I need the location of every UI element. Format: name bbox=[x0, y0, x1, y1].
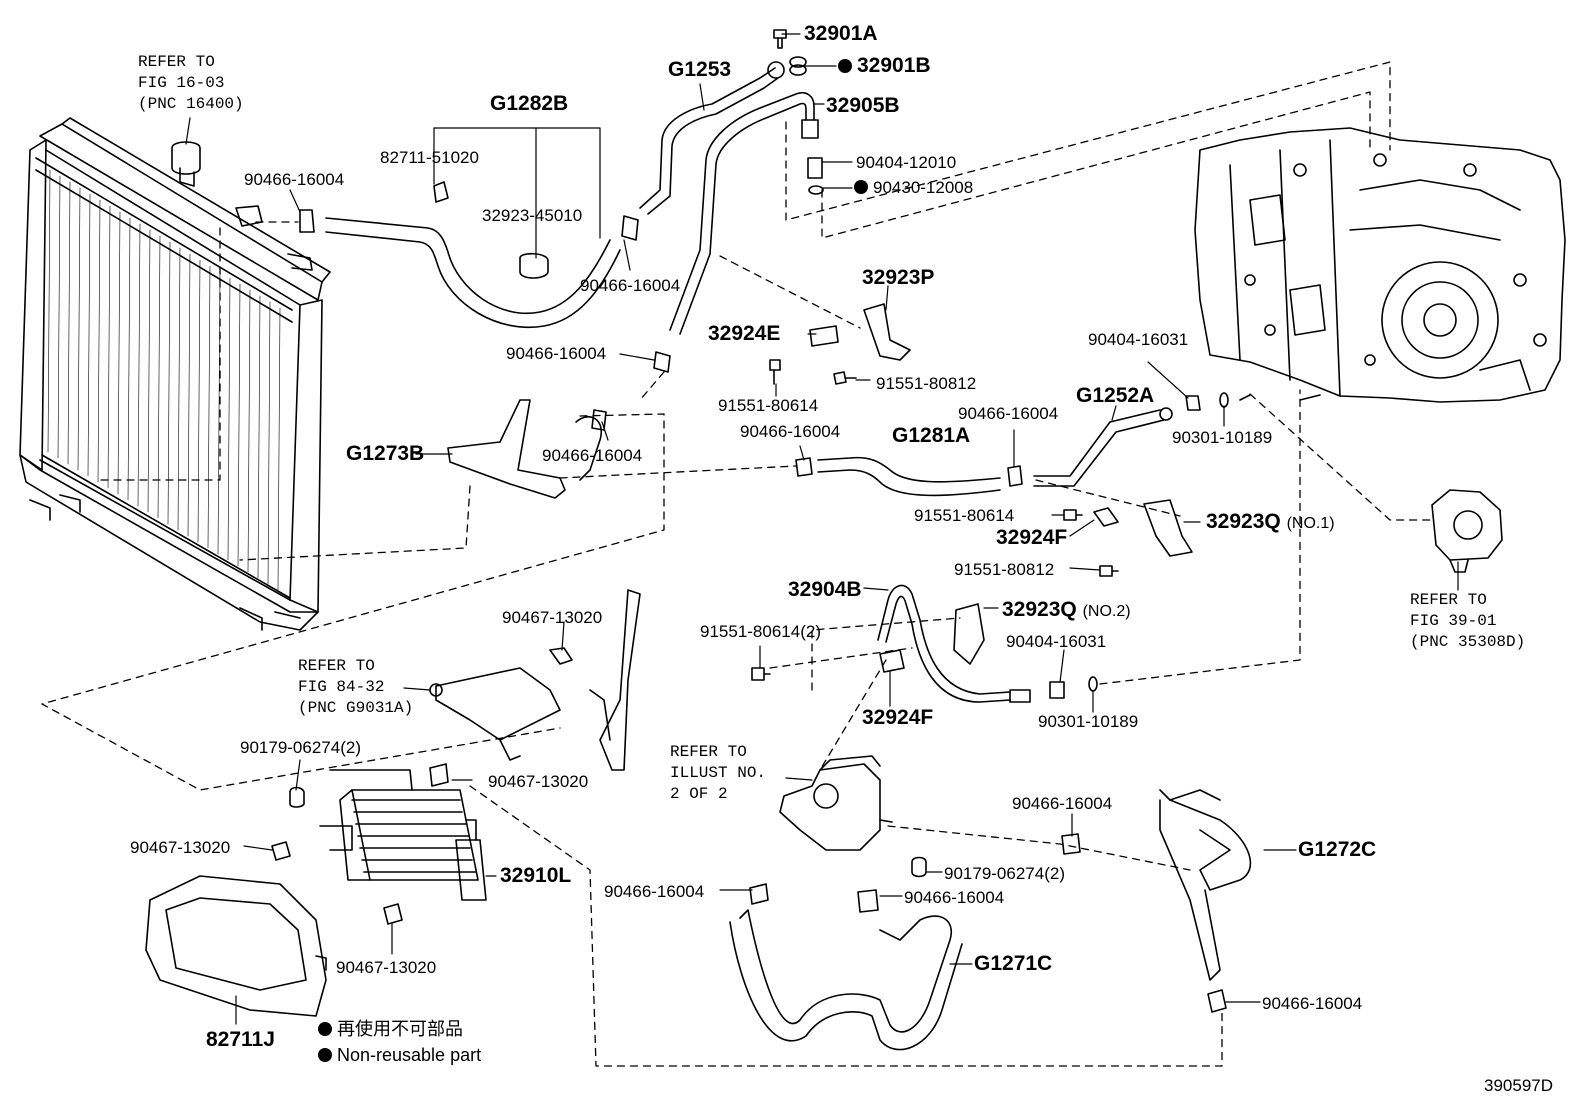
part-label-G1281A: G1281A bbox=[892, 424, 971, 447]
oil-cooler-drawing bbox=[319, 769, 487, 901]
part-label-90466-16004: 90466-16004 bbox=[506, 344, 607, 363]
legend-english-text: Non-reusable part bbox=[337, 1045, 482, 1065]
shroud-drawing bbox=[145, 875, 327, 1017]
dashed-reference-lines bbox=[41, 61, 1433, 1067]
part-label-90467-13020: 90467-13020 bbox=[502, 608, 603, 627]
legend-japanese: 再使用不可部品 bbox=[318, 1018, 463, 1040]
non-reusable-dot-icon bbox=[854, 180, 868, 194]
part-number: 32923Q bbox=[1206, 510, 1281, 533]
hose-drawings bbox=[325, 61, 1252, 1051]
radiator-reference-line-1: REFER TO bbox=[138, 53, 215, 71]
valve-assembly-drawing bbox=[779, 755, 893, 851]
part-label-G1253: G1253 bbox=[668, 58, 732, 81]
pump-reference-line-3: (PNC 35308D) bbox=[1410, 633, 1526, 651]
part-label-90466-16004: 90466-16004 bbox=[958, 404, 1059, 423]
radiator-drawing bbox=[19, 117, 331, 631]
part-label-90301-10189: 90301-10189 bbox=[1038, 712, 1139, 731]
part-label-90466-16004: 90466-16004 bbox=[740, 422, 841, 441]
part-number: 90430-12008 bbox=[873, 178, 974, 197]
part-label-90404-12010: 90404-12010 bbox=[856, 153, 957, 172]
part-label-91551-80614-2: 91551-80614(2) bbox=[700, 622, 821, 641]
illust-reference-line-1: REFER TO bbox=[670, 743, 747, 761]
part-label-32910L: 32910L bbox=[500, 864, 572, 887]
pump-reference-line-2: FIG 39-01 bbox=[1410, 612, 1497, 630]
bracket-reference-line-1: REFER TO bbox=[298, 657, 375, 675]
part-label-90466-16004: 90466-16004 bbox=[604, 882, 705, 901]
part-note: (NO.2) bbox=[1082, 603, 1131, 620]
illust-reference-line-2: ILLUST NO. bbox=[670, 764, 767, 782]
part-number: 32923Q bbox=[1002, 598, 1077, 621]
part-label-90467-13020: 90467-13020 bbox=[336, 958, 437, 977]
part-label-90404-16031: 90404-16031 bbox=[1088, 330, 1189, 349]
pump-reference-line-1: REFER TO bbox=[1410, 591, 1487, 609]
part-label-91551-80812: 91551-80812 bbox=[954, 560, 1055, 579]
part-label-32924F: 32924F bbox=[862, 706, 934, 729]
part-label-32923Q-no1: 32923Q (NO.1) bbox=[1206, 510, 1335, 535]
part-label-32923-45010: 32923-45010 bbox=[482, 206, 583, 225]
part-label-90179-06274-2: 90179-06274(2) bbox=[240, 738, 361, 757]
part-label-32901B: 32901B bbox=[838, 54, 931, 77]
part-label-32924E: 32924E bbox=[708, 322, 781, 345]
part-label-91551-80614: 91551-80614 bbox=[914, 506, 1015, 525]
bracket-reference-line-2: FIG 84-32 bbox=[298, 678, 385, 696]
part-label-90179-06274-2: 90179-06274(2) bbox=[944, 864, 1065, 883]
part-label-G1272C: G1272C bbox=[1298, 838, 1377, 861]
part-label-32901A: 32901A bbox=[804, 22, 878, 45]
part-label-91551-80812: 91551-80812 bbox=[876, 374, 977, 393]
pump-drawing bbox=[1431, 489, 1503, 573]
small-parts bbox=[271, 29, 1229, 1013]
figure-id: 390597D bbox=[1484, 1076, 1554, 1095]
part-label-90466-16004: 90466-16004 bbox=[542, 446, 643, 465]
part-label-90466-16004: 90466-16004 bbox=[1262, 994, 1363, 1013]
part-label-90430-12008: 90430-12008 bbox=[854, 178, 973, 197]
part-label-90466-16004: 90466-16004 bbox=[1012, 794, 1113, 813]
legend-english: Non-reusable part bbox=[318, 1044, 481, 1066]
part-label-90467-13020: 90467-13020 bbox=[488, 772, 589, 791]
part-label-G1282B: G1282B bbox=[490, 92, 569, 115]
part-label-32905B: 32905B bbox=[826, 94, 900, 117]
bracket-reference-line-3: (PNC G9031A) bbox=[298, 699, 414, 717]
illust-reference-line-3: 2 OF 2 bbox=[670, 785, 728, 803]
part-label-90404-16031: 90404-16031 bbox=[1006, 632, 1107, 651]
illust-reference-label: REFER TO ILLUST NO. 2 OF 2 bbox=[670, 742, 766, 805]
part-label-82711-51020: 82711-51020 bbox=[380, 148, 479, 167]
part-label-32924F: 32924F bbox=[996, 526, 1068, 549]
transmission-drawing bbox=[1194, 127, 1566, 403]
part-label-32923Q-no2: 32923Q (NO.2) bbox=[1002, 598, 1131, 623]
non-reusable-dot-icon bbox=[318, 1022, 332, 1036]
bracket-drawing bbox=[429, 589, 641, 771]
part-label-82711J: 82711J bbox=[206, 1028, 275, 1051]
part-label-G1273B: G1273B bbox=[346, 442, 425, 465]
part-label-90466-16004: 90466-16004 bbox=[904, 888, 1005, 907]
part-number: 32901B bbox=[857, 54, 931, 77]
part-label-32923P: 32923P bbox=[862, 266, 935, 289]
part-label-90301-10189: 90301-10189 bbox=[1172, 428, 1273, 447]
radiator-reference-line-3: (PNC 16400) bbox=[138, 95, 244, 113]
part-label-90467-13020: 90467-13020 bbox=[130, 838, 231, 857]
part-note: (NO.1) bbox=[1286, 515, 1335, 532]
part-label-90466-16004: 90466-16004 bbox=[580, 276, 681, 295]
bracket-reference-label: REFER TO FIG 84-32 (PNC G9031A) bbox=[298, 656, 413, 719]
leader-lines bbox=[185, 33, 1459, 1025]
pump-reference-label: REFER TO FIG 39-01 (PNC 35308D) bbox=[1410, 590, 1525, 653]
part-label-32904B: 32904B bbox=[788, 578, 862, 601]
part-label-90466-16004: 90466-16004 bbox=[244, 170, 345, 189]
legend-japanese-text: 再使用不可部品 bbox=[337, 1019, 463, 1039]
radiator-reference-label: REFER TO FIG 16-03 (PNC 16400) bbox=[138, 52, 244, 115]
part-label-G1271C: G1271C bbox=[974, 952, 1053, 975]
part-label-91551-80614: 91551-80614 bbox=[718, 396, 819, 415]
part-label-G1252A: G1252A bbox=[1076, 384, 1155, 407]
non-reusable-dot-icon bbox=[838, 59, 852, 73]
non-reusable-dot-icon bbox=[318, 1048, 332, 1062]
radiator-reference-line-2: FIG 16-03 bbox=[138, 74, 225, 92]
